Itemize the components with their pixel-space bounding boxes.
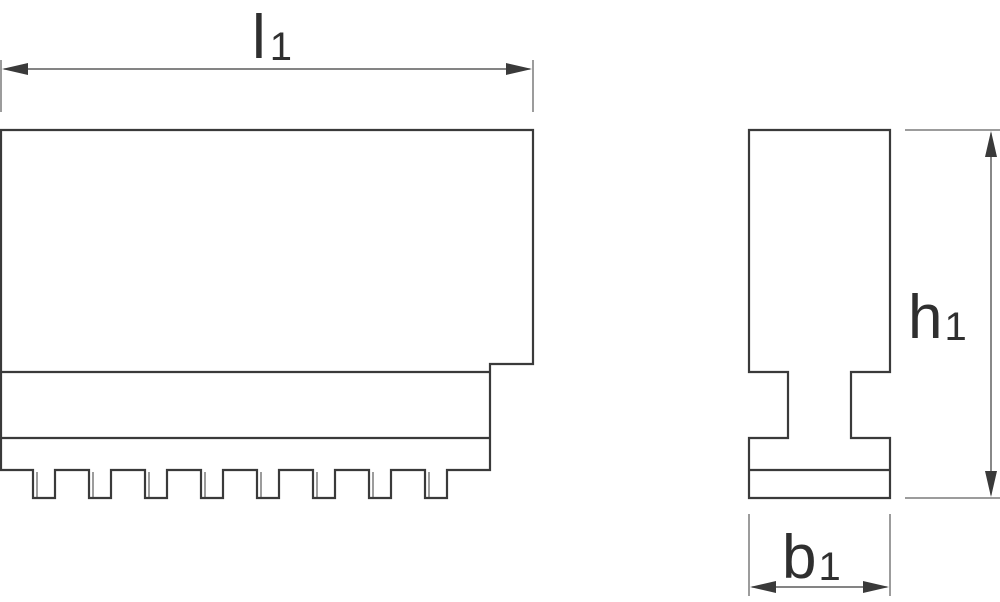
svg-text:b1: b1 <box>782 523 841 592</box>
height-label-subscript: 1 <box>944 305 966 349</box>
teeth-inner-edges <box>36 472 430 498</box>
end-view-outline <box>747 128 892 500</box>
height-label: h <box>908 283 942 352</box>
end-view <box>747 128 892 500</box>
height-arrow-bottom <box>985 471 997 497</box>
width-dimension: b1 <box>748 514 891 596</box>
length-label-subscript: 1 <box>270 25 292 69</box>
svg-text:l1: l1 <box>252 3 292 72</box>
width-arrow-right <box>863 581 889 593</box>
length-arrow-left <box>2 63 28 75</box>
length-label: l <box>252 3 266 72</box>
width-label-subscript: 1 <box>818 545 840 589</box>
length-arrow-right <box>506 63 532 75</box>
width-label: b <box>782 523 816 592</box>
front-view-outline <box>0 128 535 500</box>
height-arrow-top <box>985 131 997 157</box>
svg-text:h1: h1 <box>908 283 967 352</box>
height-dimension: h1 <box>905 129 1000 499</box>
width-arrow-left <box>750 581 776 593</box>
front-view <box>0 128 535 500</box>
